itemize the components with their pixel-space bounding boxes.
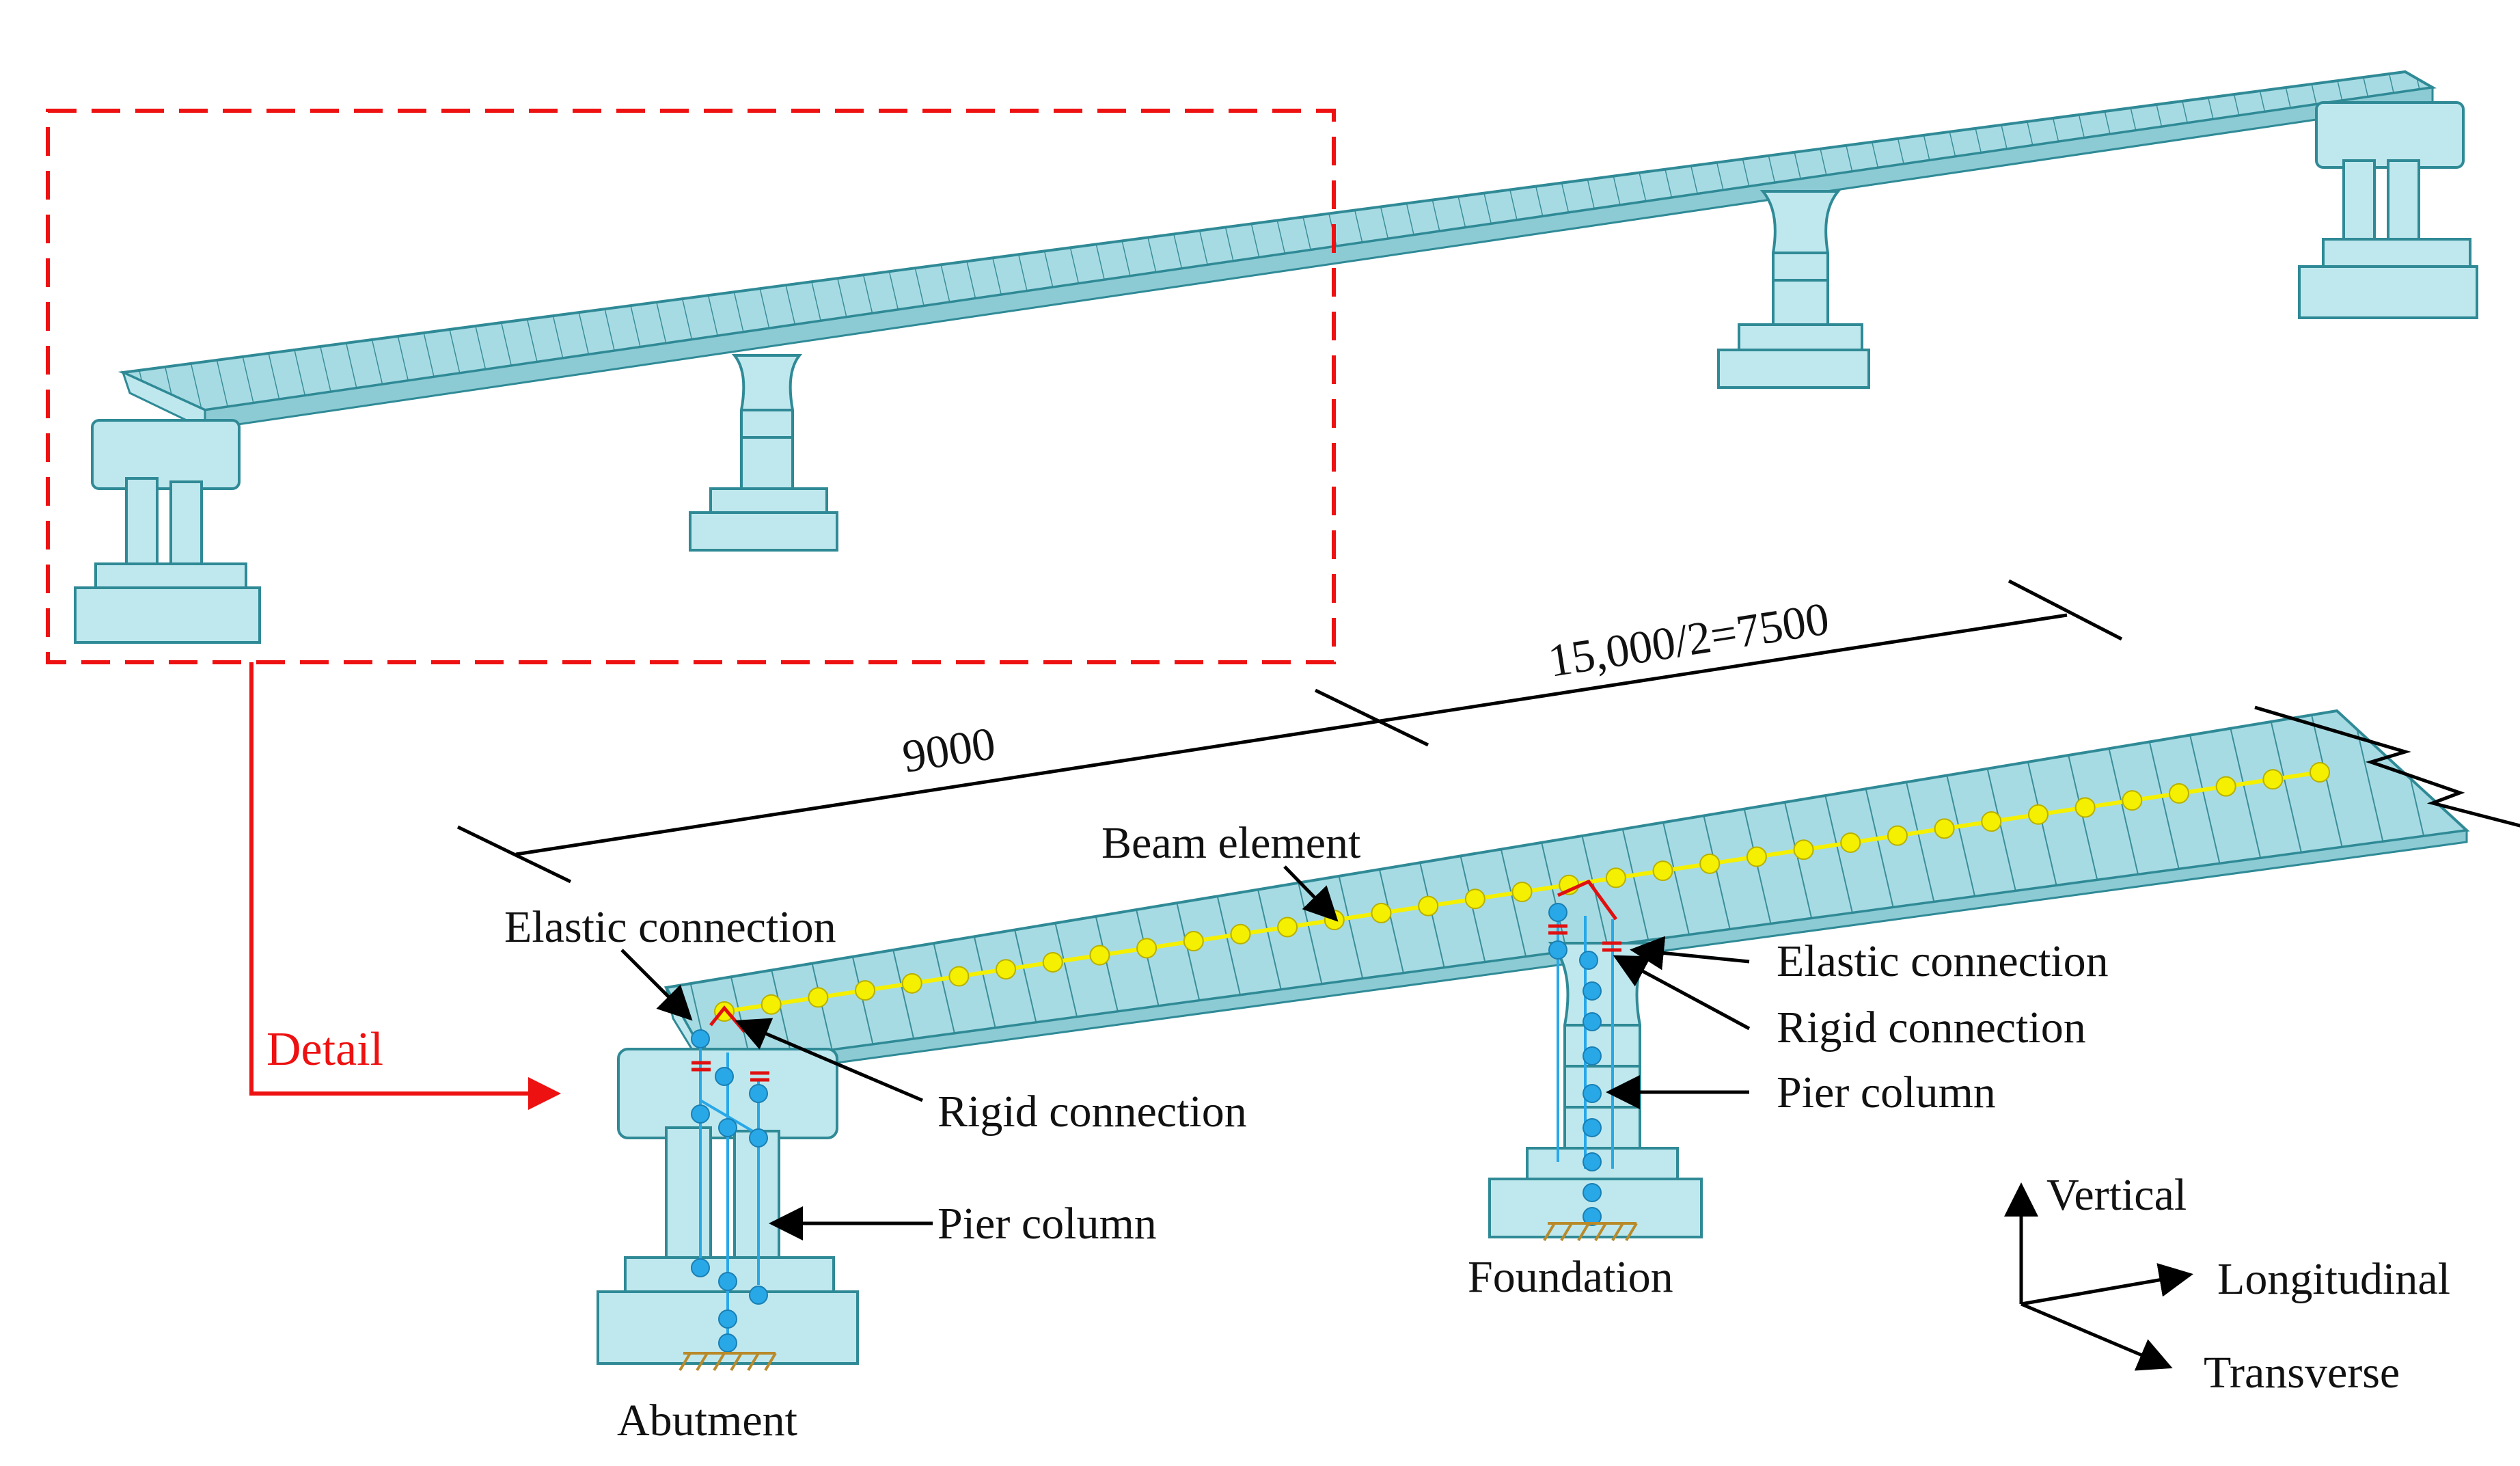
overall-pier-1 bbox=[689, 354, 838, 552]
label-elastic-connection-left: Elastic connection bbox=[504, 902, 836, 952]
beam-node bbox=[761, 994, 782, 1015]
beam-node bbox=[1042, 951, 1063, 973]
beam-node bbox=[1089, 945, 1110, 966]
beam-node bbox=[1793, 839, 1814, 860]
beam-node bbox=[2027, 804, 2049, 825]
annotation-leaders bbox=[620, 865, 1751, 1240]
label-rigid-connection-left: Rigid connection bbox=[937, 1087, 1247, 1137]
beam-node bbox=[1418, 895, 1439, 917]
overall-left-abutment bbox=[74, 419, 261, 644]
beam-node bbox=[2310, 762, 2330, 783]
overall-deck-side bbox=[204, 86, 2434, 431]
detail-abutment bbox=[597, 1048, 859, 1365]
pier-fixity bbox=[1543, 1222, 1638, 1242]
beam-node bbox=[1511, 882, 1533, 902]
beam-node bbox=[1699, 853, 1721, 874]
label-beam-element: Beam element bbox=[1101, 818, 1360, 868]
beam-node bbox=[901, 973, 922, 994]
beam-node bbox=[1746, 846, 1767, 867]
beam-node bbox=[1605, 867, 1626, 888]
beam-node bbox=[2168, 783, 2189, 804]
axis-transverse-label: Transverse bbox=[2204, 1348, 2400, 1398]
detail-pointer-line bbox=[249, 662, 561, 1110]
label-foundation: Foundation bbox=[1468, 1252, 1673, 1302]
axis-vertical-label: Vertical bbox=[2046, 1170, 2187, 1220]
pier-connections bbox=[1548, 879, 1621, 952]
axis-longitudinal-label: Longitudinal bbox=[2217, 1254, 2450, 1304]
beam-node bbox=[1840, 832, 1861, 853]
abutment-nodes bbox=[691, 1029, 768, 1353]
label-rigid-connection-right: Rigid connection bbox=[1777, 1003, 2086, 1053]
beam-node bbox=[1652, 860, 1673, 882]
beam-node bbox=[2074, 797, 2096, 818]
beam-node bbox=[948, 966, 970, 987]
overall-deck-top bbox=[118, 70, 2437, 412]
overall-pier-2 bbox=[1717, 190, 1870, 389]
beam-node bbox=[1981, 811, 2002, 832]
beam-nodes bbox=[714, 762, 2330, 1022]
beam-node bbox=[808, 987, 829, 1008]
label-abutment: Abutment bbox=[617, 1396, 797, 1445]
detail-model bbox=[597, 705, 2520, 1372]
beam-node bbox=[2262, 769, 2284, 790]
abutment-node-frame bbox=[699, 1039, 760, 1340]
beam-node bbox=[855, 980, 876, 1001]
detail-label: Detail bbox=[266, 1023, 383, 1076]
axis-triad bbox=[2004, 1182, 2193, 1371]
beam-node bbox=[2122, 790, 2143, 811]
overall-bridge bbox=[74, 70, 2478, 644]
beam-node bbox=[1887, 825, 1908, 846]
pier-nodes bbox=[1548, 903, 1602, 1226]
beam-node bbox=[1277, 917, 1298, 938]
label-elastic-connection-right: Elastic connection bbox=[1777, 936, 2109, 986]
beam-node bbox=[1934, 818, 1955, 839]
beam-node bbox=[1464, 888, 1485, 910]
overall-right-abutment bbox=[2298, 101, 2478, 319]
abutment-fixity bbox=[679, 1352, 777, 1372]
beam-node bbox=[1230, 923, 1251, 945]
label-pier-column-right: Pier column bbox=[1777, 1068, 1996, 1117]
label-pier-column-left: Pier column bbox=[937, 1199, 1157, 1249]
beam-node bbox=[1183, 931, 1204, 952]
beam-node bbox=[1371, 902, 1392, 923]
beam-node bbox=[1136, 938, 1158, 959]
dimension-lines bbox=[456, 579, 2123, 884]
beam-node bbox=[2215, 776, 2236, 797]
dim-label-left: 9000 bbox=[899, 717, 999, 783]
beam-node bbox=[996, 959, 1017, 980]
deck-break-symbol bbox=[2254, 705, 2520, 828]
